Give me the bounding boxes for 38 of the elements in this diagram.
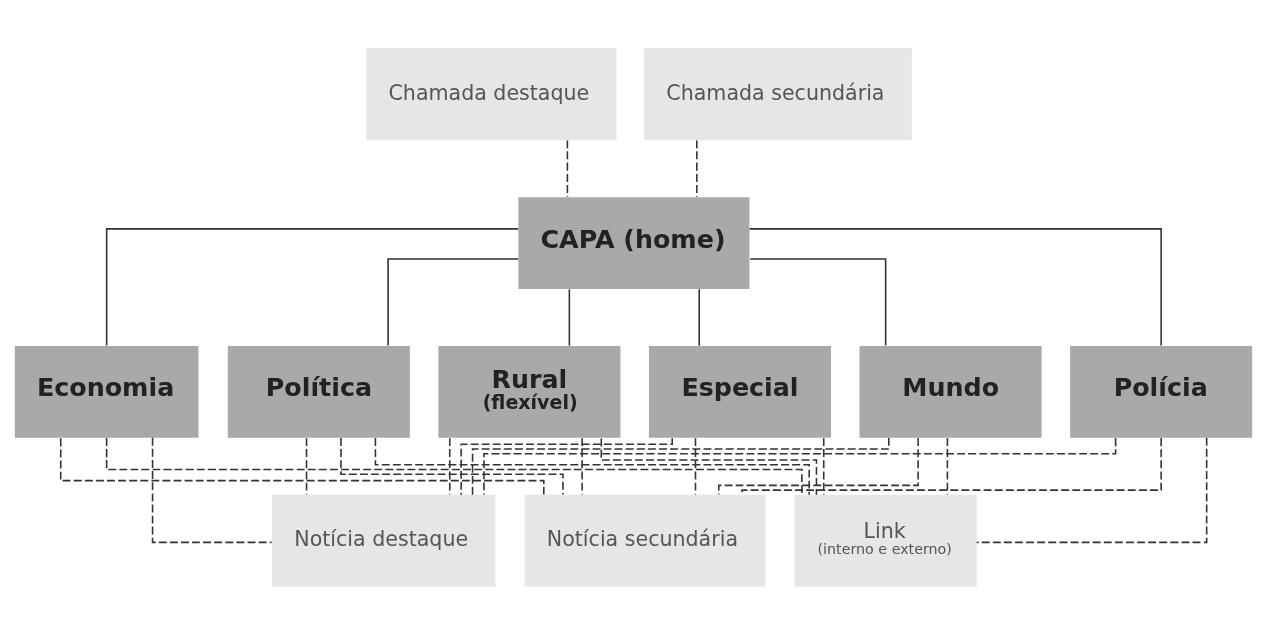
connector xyxy=(946,436,949,495)
node-box: Chamada destaque xyxy=(366,47,617,140)
connector xyxy=(566,139,569,198)
node-box: Economia xyxy=(14,345,199,438)
connector xyxy=(600,437,818,495)
connector xyxy=(717,436,919,495)
connector xyxy=(471,436,890,496)
connector xyxy=(374,436,810,496)
connector xyxy=(976,436,1208,543)
connector xyxy=(698,288,700,346)
node-box: Notícia destaque xyxy=(272,494,496,587)
node-box: Rural (flexível) xyxy=(438,345,621,438)
connector xyxy=(581,436,583,495)
connector xyxy=(568,288,571,346)
connector xyxy=(748,227,1162,346)
connector xyxy=(694,436,697,495)
connector xyxy=(387,257,519,346)
connector xyxy=(59,437,545,495)
connector xyxy=(741,436,1162,496)
connector xyxy=(460,436,673,495)
connector xyxy=(483,436,1117,495)
node-box: Notícia secundária xyxy=(524,494,766,587)
connector xyxy=(305,436,308,495)
connector xyxy=(105,436,803,496)
node-box: Política xyxy=(227,345,410,438)
node-box: Especial xyxy=(648,345,831,438)
connector xyxy=(151,436,273,543)
connector xyxy=(822,436,825,495)
connector xyxy=(340,436,564,495)
node-box: Mundo xyxy=(859,345,1042,438)
node-box: Chamada secundária xyxy=(644,47,912,140)
node-box: CAPA (home) xyxy=(518,196,750,289)
connector xyxy=(749,257,887,346)
connector xyxy=(696,139,698,198)
node-box: Polícia xyxy=(1070,345,1253,438)
connector xyxy=(448,436,451,495)
connector xyxy=(105,227,519,346)
node-box: Link (interno e externo) xyxy=(794,494,977,587)
